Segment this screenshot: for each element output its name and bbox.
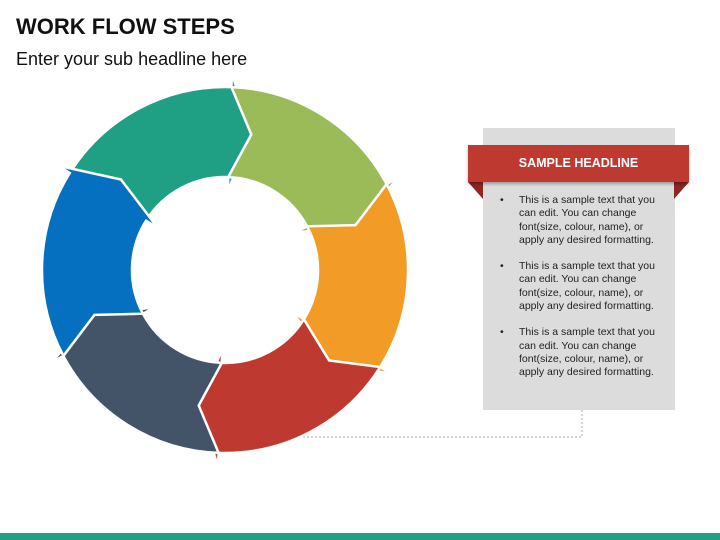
bullet-item: This is a sample text that you can edit.… bbox=[500, 326, 665, 379]
sample-headline: SAMPLE HEADLINE bbox=[468, 145, 689, 182]
cycle-arrow-segment-1 bbox=[67, 72, 253, 224]
slide-subtitle: Enter your sub headline here bbox=[16, 49, 248, 69]
ribbon-fold-left bbox=[468, 182, 483, 199]
bullet-list: This is a sample text that you can edit.… bbox=[500, 194, 665, 393]
bullet-item: This is a sample text that you can edit.… bbox=[500, 260, 665, 313]
cycle-arrow-segment-3 bbox=[291, 181, 410, 376]
footer-accent-bar bbox=[0, 533, 720, 540]
cycle-arrow-segment-5 bbox=[50, 305, 224, 455]
slide-title: WORK FLOW STEPS bbox=[16, 14, 235, 39]
bullet-item: This is a sample text that you can edit.… bbox=[500, 194, 665, 247]
cycle-arrow-segment-2 bbox=[226, 85, 400, 235]
cycle-arrow-segment-4 bbox=[197, 316, 383, 468]
connector-line bbox=[300, 410, 583, 438]
ribbon-fold-right bbox=[674, 182, 689, 199]
cycle-arrow-segment-6 bbox=[40, 164, 159, 359]
